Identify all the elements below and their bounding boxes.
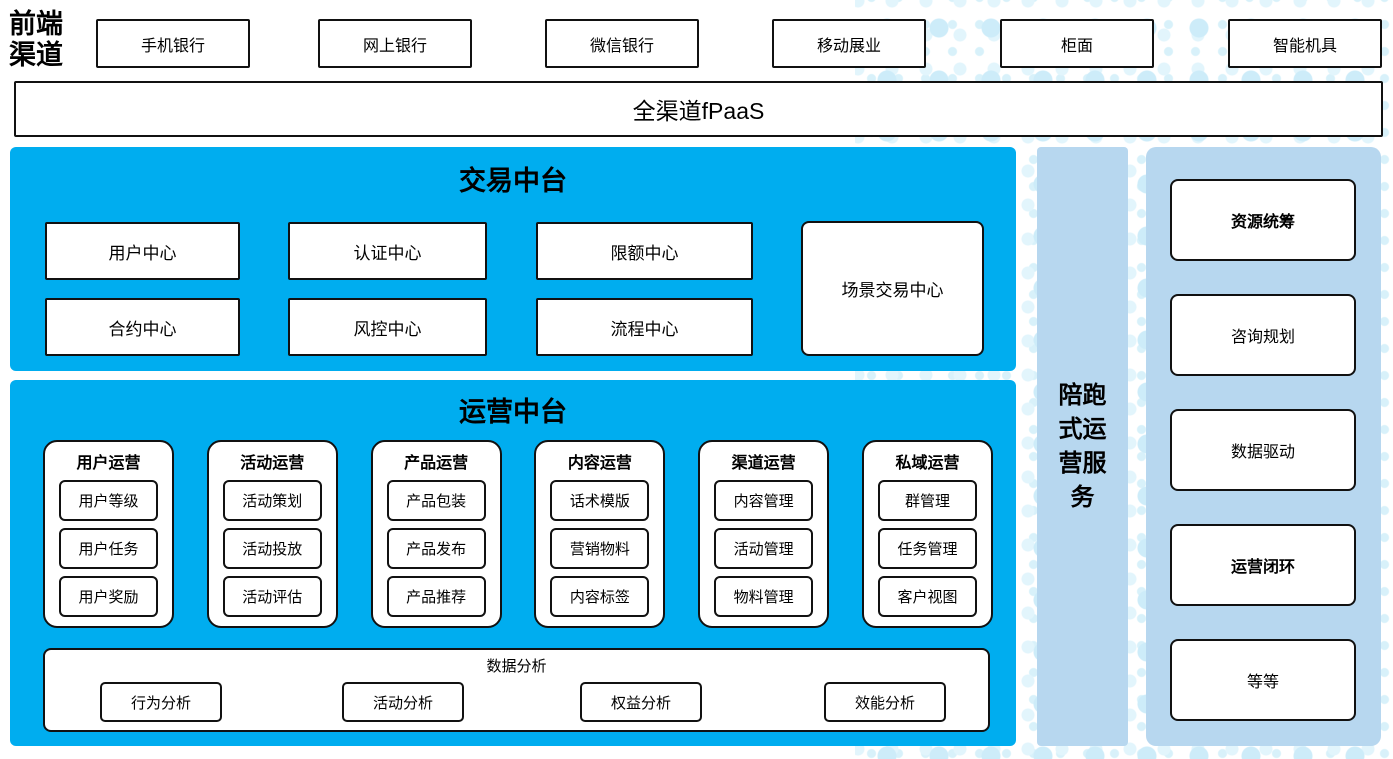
data-analysis-box: 数据分析 行为分析 活动分析 权益分析 效能分析 — [43, 648, 990, 732]
ops-group: 渠道运营内容管理活动管理物料管理 — [698, 440, 830, 628]
ops-group-item-box: 任务管理 — [877, 528, 977, 569]
ops-group-item-box: 产品推荐 — [386, 576, 486, 617]
channel-box: 智能机具 — [1228, 19, 1382, 68]
trade-center-box: 用户中心 — [45, 222, 240, 280]
channel-box: 移动展业 — [772, 19, 926, 68]
ops-platform-panel: 运营中台 用户运营用户等级用户任务用户奖励活动运营活动策划活动投放活动评估产品运… — [10, 380, 1016, 746]
front-channels-label-line: 渠道 — [9, 40, 63, 70]
right-panel-service-box: 等等 — [1170, 639, 1356, 721]
ops-group-item-box: 内容管理 — [714, 480, 814, 521]
trade-center-box: 限额中心 — [536, 222, 753, 280]
ops-group-item-box: 活动管理 — [714, 528, 814, 569]
ops-group-item-box: 营销物料 — [550, 528, 650, 569]
ops-group-item-box: 活动策划 — [222, 480, 322, 521]
ops-group: 内容运营话术模版营销物料内容标签 — [534, 440, 666, 628]
data-analysis-item-box: 活动分析 — [342, 682, 464, 722]
trade-platform-title: 交易中台 — [459, 166, 567, 196]
ops-group-item-box: 物料管理 — [714, 576, 814, 617]
front-channels-label: 前端渠道 — [9, 9, 93, 71]
channel-box: 柜面 — [1000, 19, 1154, 68]
escort-service-label-line: 陪跑 — [1058, 381, 1107, 409]
escort-service-column: 陪跑式运营服务 — [1037, 147, 1128, 746]
ops-group-title: 渠道运营 — [731, 455, 796, 472]
ops-group: 活动运营活动策划活动投放活动评估 — [206, 440, 338, 628]
ops-group-item-box: 用户奖励 — [59, 576, 158, 617]
front-channels-row: 手机银行 网上银行 微信银行 移动展业 柜面 智能机具 — [0, 0, 1393, 80]
trade-center-box: 合约中心 — [45, 298, 240, 356]
front-channels-label-line: 前端 — [9, 9, 63, 39]
scene-trade-center-box: 场景交易中心 — [801, 221, 984, 356]
ops-group-item-box: 活动评估 — [222, 576, 322, 617]
data-analysis-item-box: 效能分析 — [824, 682, 946, 722]
ops-group-item-box: 产品包装 — [386, 480, 486, 521]
right-panel-service-box: 资源统筹 — [1170, 179, 1356, 261]
right-panel-service-box: 运营闭环 — [1170, 524, 1356, 606]
fpaas-bar: 全渠道fPaaS — [14, 81, 1383, 137]
ops-group-title: 活动运营 — [240, 455, 305, 472]
channel-box: 手机银行 — [96, 19, 250, 68]
escort-service-label-line: 式运 — [1058, 415, 1107, 443]
trade-center-box: 认证中心 — [288, 222, 487, 280]
right-panel-service-box: 咨询规划 — [1170, 294, 1356, 376]
right-services-panel: 资源统筹咨询规划数据驱动运营闭环等等 — [1146, 147, 1381, 746]
ops-platform-title: 运营中台 — [459, 397, 567, 427]
trade-center-box: 流程中心 — [536, 298, 753, 356]
ops-group-item-box: 产品发布 — [386, 528, 486, 569]
right-panel-service-box: 数据驱动 — [1170, 409, 1356, 491]
trade-platform-panel: 交易中台 用户中心认证中心限额中心合约中心风控中心流程中心 场景交易中心 — [10, 147, 1016, 371]
data-analysis-title: 数据分析 — [486, 658, 547, 675]
ops-group-title: 内容运营 — [567, 455, 632, 472]
ops-group-item-box: 用户任务 — [59, 528, 158, 569]
ops-group-item-box: 内容标签 — [550, 576, 650, 617]
ops-group-item-box: 活动投放 — [222, 528, 322, 569]
ops-group-item-box: 话术模版 — [550, 480, 650, 521]
escort-service-label-line: 营服 — [1058, 449, 1107, 477]
ops-group-title: 产品运营 — [404, 455, 469, 472]
data-analysis-item-box: 行为分析 — [100, 682, 222, 722]
fpaas-label: 全渠道fPaaS — [632, 98, 765, 124]
ops-groups: 用户运营用户等级用户任务用户奖励活动运营活动策划活动投放活动评估产品运营产品包装… — [43, 440, 993, 628]
ops-group-item-box: 客户视图 — [877, 576, 977, 617]
data-analysis-item-box: 权益分析 — [580, 682, 702, 722]
ops-group: 用户运营用户等级用户任务用户奖励 — [43, 440, 174, 628]
ops-group-title: 用户运营 — [76, 455, 141, 472]
ops-group: 私域运营群管理任务管理客户视图 — [861, 440, 993, 628]
channel-box: 网上银行 — [318, 19, 472, 68]
ops-group-item-box: 用户等级 — [59, 480, 158, 521]
trade-center-box: 风控中心 — [288, 298, 487, 356]
channel-box: 微信银行 — [545, 19, 699, 68]
ops-group: 产品运营产品包装产品发布产品推荐 — [370, 440, 502, 628]
ops-group-title: 私域运营 — [895, 455, 960, 472]
escort-service-label-line: 务 — [1070, 483, 1095, 511]
ops-group-item-box: 群管理 — [877, 480, 977, 521]
